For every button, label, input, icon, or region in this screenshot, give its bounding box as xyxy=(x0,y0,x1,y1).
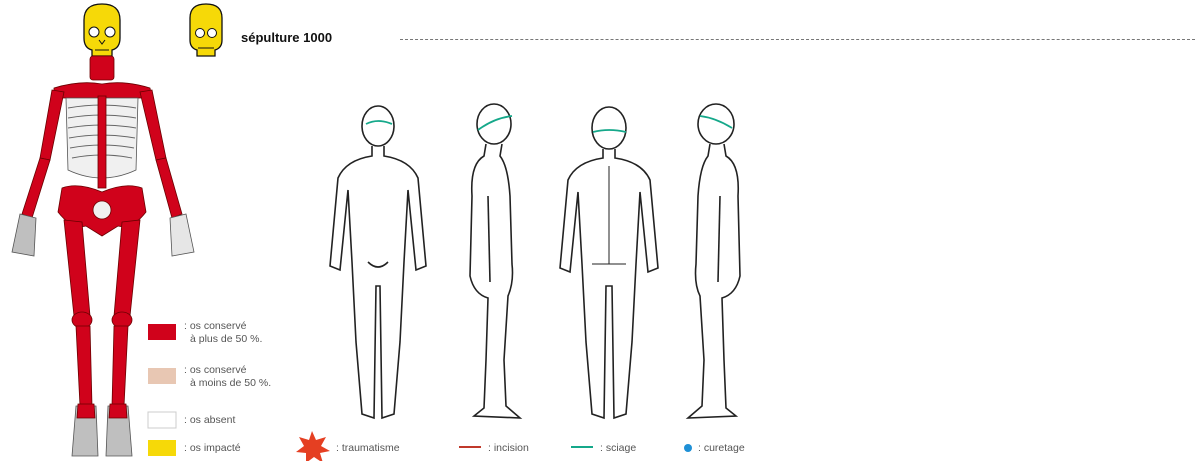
legend-preserved-under-50: : os conservé à moins de 50 %. xyxy=(184,364,271,390)
legend-label: : os conservé xyxy=(184,320,262,333)
left-femur xyxy=(64,220,90,316)
sacrum xyxy=(93,201,111,219)
legend-sciage: : sciage xyxy=(600,442,636,455)
legend-curetage: : curetage xyxy=(698,442,745,455)
skull-icon xyxy=(84,4,120,56)
legend-traumatisme: : traumatisme xyxy=(336,442,400,455)
legend-incision: : incision xyxy=(488,442,529,455)
right-forearm xyxy=(156,158,182,218)
right-femur xyxy=(114,220,140,316)
legend-label-2: à moins de 50 %. xyxy=(184,377,271,390)
legend-swatch-preserved-over-50 xyxy=(148,324,176,340)
left-tibia xyxy=(76,326,92,406)
left-forearm xyxy=(22,158,50,218)
legend-impacted: : os impacté xyxy=(184,442,241,455)
right-humerus xyxy=(140,90,166,160)
spine xyxy=(98,96,106,188)
body-side-view-right xyxy=(470,104,520,418)
body-back-view xyxy=(560,107,658,418)
skeleton-diagram xyxy=(12,56,194,456)
legend-label-2: à plus de 50 %. xyxy=(184,333,262,346)
legend-swatch-absent xyxy=(148,412,176,428)
legend-swatch-preserved-under-50 xyxy=(148,368,176,384)
body-side-view-left xyxy=(688,104,740,418)
left-humerus xyxy=(40,90,64,160)
skull-icon-small xyxy=(190,4,222,56)
right-tarsal xyxy=(109,404,127,418)
left-tarsal xyxy=(77,404,95,418)
body-front-view xyxy=(330,106,426,418)
legend-label: : os conservé xyxy=(184,364,271,377)
legend-preserved-over-50: : os conservé à plus de 50 %. xyxy=(184,320,262,346)
left-hand xyxy=(12,214,36,256)
trauma-star-icon xyxy=(296,431,330,461)
sciage-marks xyxy=(366,116,732,132)
right-hand xyxy=(170,214,194,256)
body-outlines xyxy=(330,104,740,418)
cervical-vertebrae xyxy=(90,56,114,80)
legend-dot-curetage xyxy=(684,444,692,452)
legend-absent: : os absent xyxy=(184,414,235,427)
legend-swatch-impacted xyxy=(148,440,176,456)
right-tibia xyxy=(112,326,128,406)
